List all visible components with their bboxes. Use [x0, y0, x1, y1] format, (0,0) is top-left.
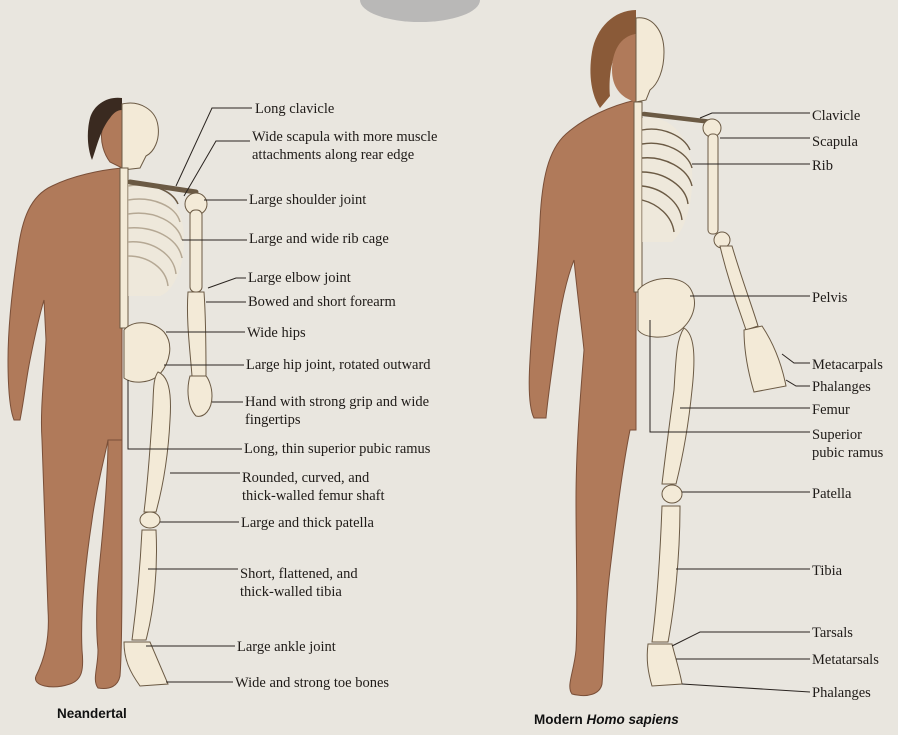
modern-hand: [744, 326, 786, 392]
neandertal-foot: [124, 642, 168, 686]
modern-rib-fill: [642, 117, 692, 242]
caption-modern: Modern Homo sapiens: [534, 712, 679, 727]
paper-shadow: [360, 0, 480, 22]
modern-leader-0: [700, 113, 810, 118]
label-metacarpals: Metacarpals: [812, 356, 883, 374]
modern-body-skin: [529, 100, 636, 696]
label-metatarsals: Metatarsals: [812, 651, 879, 669]
label-long-clavicle: Long clavicle: [255, 100, 334, 118]
label-scapula: Scapula: [812, 133, 858, 151]
label-large-shoulder-joint: Large shoulder joint: [249, 191, 366, 209]
label-large-thick-patella: Large and thick patella: [241, 514, 374, 532]
label-tarsals: Tarsals: [812, 624, 853, 642]
label-large-wide-rib-cage: Large and wide rib cage: [249, 230, 389, 248]
modern-leader-12: [682, 684, 810, 692]
neandertal-leader-1: [184, 141, 250, 196]
label-large-hip-joint: Large hip joint, rotated outward: [246, 356, 431, 374]
modern-leader-10: [672, 632, 810, 646]
neandertal-humerus: [190, 210, 202, 292]
modern-forearm: [720, 246, 758, 330]
caption-modern-prefix: Modern: [534, 712, 587, 727]
label-clavicle: Clavicle: [812, 107, 860, 125]
label-phalanges-hand: Phalanges: [812, 378, 871, 396]
modern-tibia: [652, 506, 680, 642]
label-superior-pubic-ramus-modern: Superior pubic ramus: [812, 426, 883, 462]
label-tibia-flattened: Short, flattened, and thick-walled tibia: [240, 565, 358, 601]
modern-pelvis: [638, 278, 694, 337]
caption-modern-species: Homo sapiens: [587, 712, 679, 727]
label-bowed-short-forearm: Bowed and short forearm: [248, 293, 396, 311]
label-femur: Femur: [812, 401, 850, 419]
modern-leader-5: [786, 380, 810, 386]
label-superior-pubic-ramus: Long, thin superior pubic ramus: [244, 440, 430, 458]
label-femur-shaft: Rounded, curved, and thick-walled femur …: [242, 469, 385, 505]
neandertal-leader-0: [176, 108, 252, 186]
caption-neandertal: Neandertal: [57, 706, 127, 721]
label-tibia: Tibia: [812, 562, 842, 580]
label-toe-bones: Wide and strong toe bones: [235, 674, 389, 692]
neandertal-patella: [140, 512, 160, 528]
neandertal-skull: [122, 103, 158, 170]
modern-skull: [636, 18, 664, 102]
neandertal-hand: [188, 376, 212, 416]
label-wide-scapula: Wide scapula with more muscle attachment…: [252, 128, 437, 164]
modern-leader-4: [782, 354, 810, 363]
label-hand-strong-grip: Hand with strong grip and wide fingertip…: [245, 393, 429, 429]
modern-femur: [662, 328, 694, 484]
neandertal-leader-9: [128, 380, 242, 449]
neandertal-femur: [144, 372, 171, 512]
label-pelvis: Pelvis: [812, 289, 847, 307]
neandertal-leader-4: [208, 278, 246, 288]
label-rib: Rib: [812, 157, 833, 175]
label-phalanges-foot: Phalanges: [812, 684, 871, 702]
modern-spine: [634, 102, 642, 292]
neandertal-pelvis: [124, 323, 170, 382]
modern-humerus: [708, 134, 718, 234]
modern-foot: [647, 644, 682, 686]
neandertal-tibia: [132, 530, 157, 640]
label-wide-hips: Wide hips: [247, 324, 306, 342]
label-large-elbow-joint: Large elbow joint: [248, 269, 351, 287]
label-large-ankle-joint: Large ankle joint: [237, 638, 336, 656]
modern-patella: [662, 485, 682, 503]
label-patella: Patella: [812, 485, 851, 503]
neandertal-figure: [8, 98, 212, 689]
neandertal-forearm: [187, 292, 206, 376]
neandertal-spine: [120, 168, 128, 328]
